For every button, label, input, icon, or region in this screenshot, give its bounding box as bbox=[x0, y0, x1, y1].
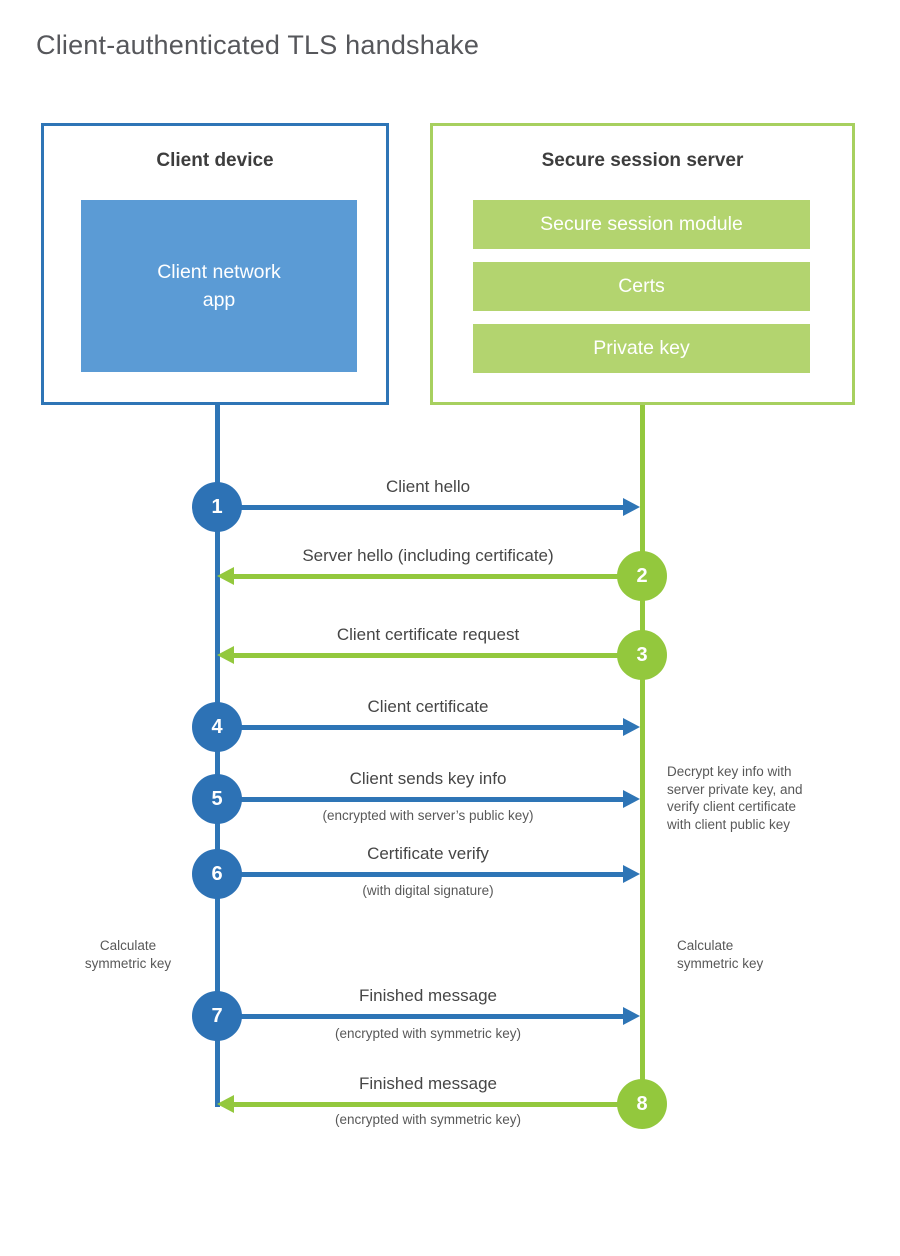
arrow-1-label: Client hello bbox=[385, 477, 471, 496]
arrow-2-label: Server hello (including certificate) bbox=[302, 546, 554, 565]
arrow-5-line bbox=[217, 796, 624, 802]
client-device-box: Client device Client network app bbox=[41, 123, 389, 405]
note-calculate-symmetric-key-server: Calculate symmetric key bbox=[677, 937, 763, 972]
server-module-secure-session: Secure session module bbox=[473, 200, 810, 249]
arrow-3-line bbox=[234, 652, 642, 658]
arrow-8-label: Finished message bbox=[359, 1074, 497, 1093]
server-lifeline bbox=[639, 405, 645, 1104]
note-decrypt-key-info: Decrypt key info with server private key… bbox=[667, 763, 803, 833]
note-calc-left-line2: symmetric key bbox=[84, 955, 172, 971]
arrow-7-head-icon bbox=[623, 1007, 640, 1025]
step-circle-4: 4 bbox=[192, 702, 242, 752]
arrow-3-head-icon bbox=[217, 646, 234, 664]
client-device-title: Client device bbox=[156, 150, 274, 171]
arrow-5-sublabel: (encrypted with server’s public key) bbox=[322, 808, 534, 823]
step-circle-8: 8 bbox=[617, 1079, 667, 1129]
arrow-4-head-icon bbox=[623, 718, 640, 736]
step-circle-6: 6 bbox=[192, 849, 242, 899]
arrow-8-head-icon bbox=[217, 1095, 234, 1113]
note-decrypt-line3: verify client certificate bbox=[667, 799, 797, 814]
arrow-1-line bbox=[217, 504, 624, 510]
client-lifeline bbox=[214, 405, 220, 1107]
note-decrypt-line1: Decrypt key info with bbox=[667, 764, 792, 779]
step-circle-2: 2 bbox=[617, 551, 667, 601]
arrow-8-sublabel: (encrypted with symmetric key) bbox=[334, 1112, 522, 1127]
arrow-7-label: Finished message bbox=[359, 986, 497, 1005]
arrow-6-label: Certificate verify bbox=[367, 844, 489, 863]
client-network-app-box: Client network app bbox=[81, 200, 357, 372]
note-calc-right-line1: Calculate bbox=[677, 938, 734, 953]
arrow-5-head-icon bbox=[623, 790, 640, 808]
arrow-6-head-icon bbox=[623, 865, 640, 883]
secure-session-server-box: Secure session server Secure session mod… bbox=[430, 123, 855, 405]
server-module-certs: Certs bbox=[473, 262, 810, 311]
arrow-6-sublabel: (with digital signature) bbox=[362, 883, 494, 898]
server-title: Secure session server bbox=[541, 150, 744, 171]
client-app-label-line1: Client network bbox=[157, 261, 281, 283]
arrow-6-line bbox=[217, 871, 624, 877]
arrow-5-label: Client sends key info bbox=[349, 769, 507, 788]
client-app-label-line2: app bbox=[202, 289, 236, 311]
arrow-1-head-icon bbox=[623, 498, 640, 516]
arrow-7-sublabel: (encrypted with symmetric key) bbox=[334, 1026, 522, 1041]
arrow-7-line bbox=[217, 1013, 624, 1019]
arrow-2-head-icon bbox=[217, 567, 234, 585]
server-module-private-key: Private key bbox=[473, 324, 810, 373]
note-calc-left-line1: Calculate bbox=[99, 938, 157, 953]
page-title: Client-authenticated TLS handshake bbox=[36, 30, 480, 60]
arrow-3-label: Client certificate request bbox=[336, 625, 520, 644]
arrow-4-label: Client certificate bbox=[367, 697, 489, 716]
step-circle-3: 3 bbox=[617, 630, 667, 680]
arrow-4-line bbox=[217, 724, 624, 730]
note-decrypt-line2: server private key, and bbox=[667, 781, 803, 797]
note-calc-right-line2: symmetric key bbox=[677, 955, 764, 971]
arrow-8-line bbox=[234, 1101, 642, 1107]
step-circle-7: 7 bbox=[192, 991, 242, 1041]
note-decrypt-line4: with client public key bbox=[667, 816, 791, 832]
arrow-2-line bbox=[234, 573, 642, 579]
step-circle-5: 5 bbox=[192, 774, 242, 824]
step-circle-1: 1 bbox=[192, 482, 242, 532]
note-calculate-symmetric-key-client: Calculate symmetric key bbox=[68, 937, 188, 972]
